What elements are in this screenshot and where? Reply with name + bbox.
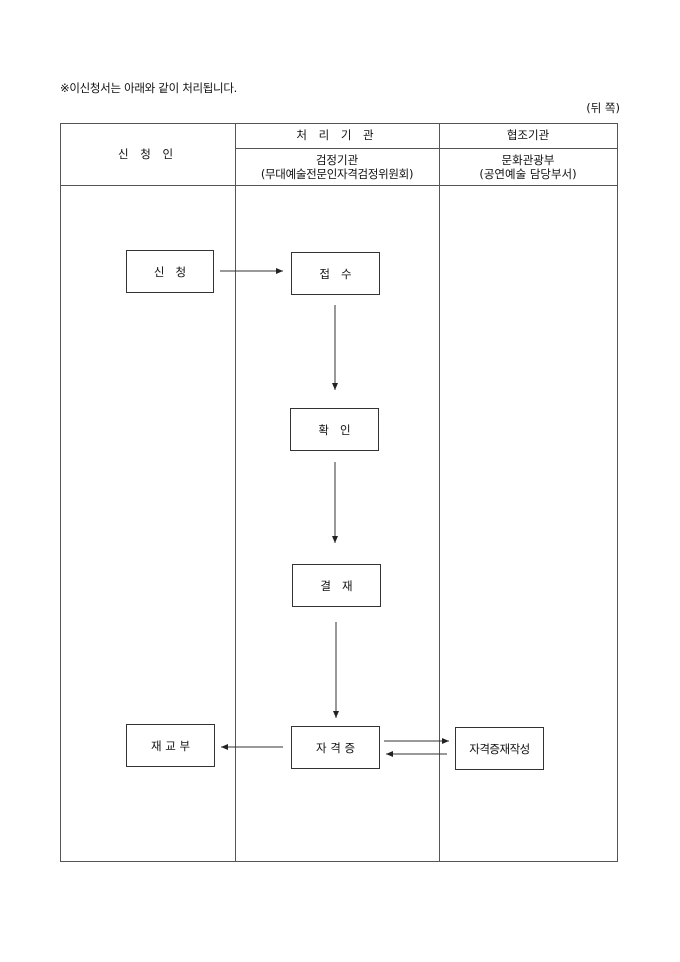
header-processing-agency: 처 리 기 관 [296, 128, 378, 142]
table-border-left [60, 123, 61, 862]
cooperation-sub-line1: 문화관광부 [501, 153, 555, 167]
flow-box-reissue: 재 교 부 [126, 724, 215, 767]
header-bottom [60, 185, 618, 186]
header-cooperation-agency: 협조기관 [506, 128, 550, 142]
header-applicant: 신 청 인 [117, 147, 178, 161]
table-border-bottom [60, 861, 618, 862]
processing-sub-line2: (무대예술전문인자격검정위원회) [260, 167, 414, 181]
flow-box-certificate: 자 격 증 [291, 726, 380, 769]
column-divider-1 [235, 123, 236, 862]
flow-box-recreate: 자격증재작성 [455, 727, 544, 770]
table-border-right [617, 123, 618, 862]
flow-box-apply: 신 청 [126, 250, 214, 293]
cooperation-sub-line2: (공연예술 담당부서) [479, 167, 577, 181]
processing-sub-line1: 검정기관 [315, 153, 359, 167]
processing-note: ※이신청서는 아래와 같이 처리됩니다. [60, 81, 237, 95]
page-side-label: (뒤 쪽) [586, 101, 620, 115]
flow-box-receive: 접 수 [291, 252, 380, 295]
header-subdivider [235, 148, 618, 149]
table-border-top [60, 123, 618, 124]
column-divider-2 [439, 123, 440, 862]
flow-box-confirm: 확 인 [290, 408, 379, 451]
flow-box-approve: 결 재 [292, 564, 381, 607]
